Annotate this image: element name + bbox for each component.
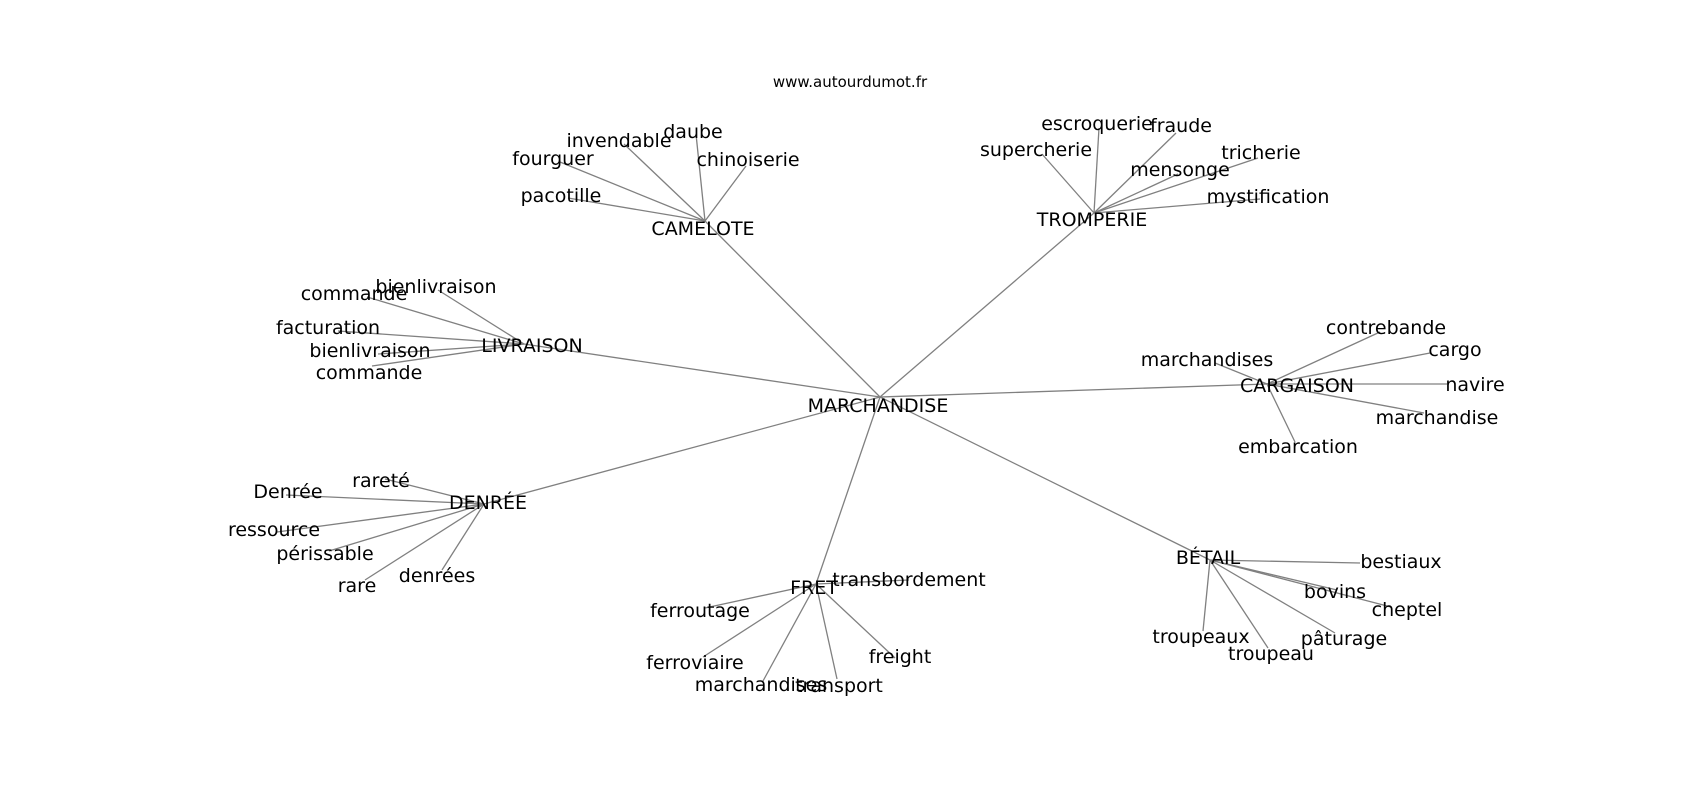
edge-hub-to-word <box>364 503 485 581</box>
edge-hub-to-word <box>276 503 485 533</box>
word-node-label: marchandise <box>1376 407 1499 429</box>
edge-hub-to-word <box>704 165 747 222</box>
word-node-label: marchandises <box>1141 349 1274 371</box>
hub-node-label: LIVRAISON <box>481 335 582 357</box>
edge-hub-to-word <box>1041 153 1095 214</box>
hub-node-label: TROMPERIE <box>1036 209 1147 231</box>
word-node-label: pâturage <box>1301 628 1387 650</box>
word-node-label: bovins <box>1304 581 1366 603</box>
edge-hub-to-word <box>1093 157 1259 214</box>
word-node-label: daube <box>663 121 723 143</box>
word-node-label: rareté <box>352 470 410 492</box>
edge-hub-to-word <box>328 503 485 552</box>
word-node-label: ferroutage <box>650 600 750 622</box>
edge-hub-to-word <box>441 503 485 571</box>
edge-root-to-hub <box>704 220 881 398</box>
word-node-label: ferroviaire <box>646 652 743 674</box>
edge-hub-to-word <box>1093 127 1100 214</box>
edge-hub-to-word <box>695 133 706 222</box>
word-node-label: transport <box>795 675 883 697</box>
graph-edges <box>276 127 1447 682</box>
edge-hub-to-word <box>437 289 525 345</box>
word-node-label: rare <box>338 575 377 597</box>
hub-node-label: DENRÉE <box>449 491 527 514</box>
edge-hub-to-word <box>567 197 706 222</box>
word-node-label: embarcation <box>1238 436 1358 458</box>
word-node-label: navire <box>1445 374 1504 396</box>
word-node-label: bienlivraison <box>309 340 430 362</box>
edge-hub-to-word <box>815 583 896 659</box>
word-node-label: facturation <box>276 317 380 339</box>
edge-hub-to-word <box>377 343 525 355</box>
edge-root-to-hub <box>483 396 881 505</box>
edge-root-to-hub <box>879 396 1211 561</box>
edge-hub-to-word <box>1209 559 1361 564</box>
word-node-label: cargo <box>1428 339 1481 361</box>
word-node-label: pacotille <box>521 185 602 207</box>
edge-hub-to-word <box>1093 132 1177 214</box>
word-node-label: freight <box>869 646 932 668</box>
edge-hub-to-word <box>704 583 817 609</box>
edge-hub-to-word <box>1209 559 1336 634</box>
site-url: www.autourdumot.fr <box>772 73 928 91</box>
edge-hub-to-word <box>1093 198 1261 214</box>
edge-root-to-hub <box>523 343 881 398</box>
edge-root-to-hub <box>879 383 1268 398</box>
word-node-label: commande <box>316 362 423 384</box>
word-node-label: mensonge <box>1130 159 1230 181</box>
root-node-label: MARCHANDISE <box>808 395 949 417</box>
edge-root-to-hub <box>879 212 1095 398</box>
word-node-label: Denrée <box>253 481 322 503</box>
word-node-label: troupeaux <box>1152 626 1249 648</box>
graph-labels: MARCHANDISE CAMELOTE daubeinvendablefourgu… <box>228 113 1505 697</box>
word-node-label: fraude <box>1150 115 1212 137</box>
edge-hub-to-word <box>815 583 838 680</box>
edge-hub-to-word <box>702 583 817 658</box>
word-node-label: périssable <box>276 543 373 565</box>
word-node-label: troupeau <box>1228 643 1314 665</box>
word-node-label: ressource <box>228 519 320 541</box>
word-node-label: chinoiserie <box>696 149 799 171</box>
edge-hub-to-word <box>1266 331 1381 385</box>
word-node-label: cheptel <box>1372 599 1443 621</box>
edge-hub-to-word <box>285 494 485 505</box>
hub-node-label: CAMELOTE <box>651 218 754 240</box>
hub-node-label: CARGAISON <box>1240 375 1354 397</box>
word-node-label: escroquerie <box>1041 113 1153 135</box>
edge-hub-to-word <box>384 478 485 505</box>
word-node-label: bienlivraison <box>375 276 496 298</box>
edge-hub-to-word <box>366 296 525 345</box>
edge-hub-to-word <box>1266 352 1431 385</box>
word-node-label: mystification <box>1207 186 1330 208</box>
edge-hub-to-word <box>623 143 706 222</box>
edge-hub-to-word <box>1209 559 1269 649</box>
word-node-label: invendable <box>566 130 671 152</box>
edge-hub-to-word <box>1214 362 1268 385</box>
word-node-label: bestiaux <box>1360 551 1441 573</box>
word-node-label: denrées <box>399 565 475 587</box>
word-node-label: commande <box>301 283 408 305</box>
edge-hub-to-word <box>1209 559 1392 608</box>
word-node-label: marchandises <box>695 674 828 696</box>
edge-hub-to-word <box>1266 383 1296 443</box>
hub-node-label: FRET <box>790 577 838 599</box>
edge-hub-to-word <box>371 343 525 367</box>
word-node-label: fourguer <box>512 148 594 170</box>
word-node-label: tricherie <box>1221 142 1301 164</box>
edge-hub-to-word <box>815 579 910 585</box>
edge-hub-to-word <box>559 161 706 222</box>
word-node-label: supercherie <box>980 139 1092 161</box>
edge-hub-to-word <box>1266 383 1425 414</box>
edge-hub-to-word <box>337 330 525 345</box>
word-node-label: contrebande <box>1326 317 1446 339</box>
word-node-label: transbordement <box>832 569 985 591</box>
hub-node-label: BÉTAIL <box>1176 546 1241 569</box>
edge-hub-to-word <box>762 583 817 682</box>
edge-hub-to-word <box>1202 559 1211 632</box>
edge-hub-to-word <box>1093 173 1179 214</box>
edge-root-to-hub <box>815 396 881 585</box>
